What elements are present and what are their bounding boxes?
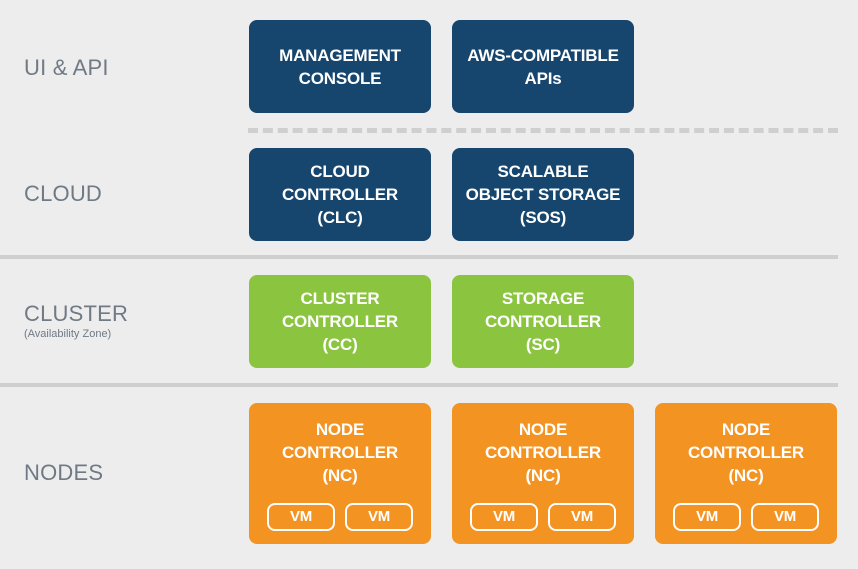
storage-controller-box: STORAGE CONTROLLER (SC) (452, 275, 634, 368)
box-line: CONTROLLER (281, 312, 399, 331)
divider-cluster-nodes (0, 383, 838, 387)
node-controller-box-2: NODE CONTROLLER (NC) VM VM (452, 403, 634, 544)
box-line: NODE (721, 420, 771, 439)
box-line: (SC) (525, 335, 561, 354)
box-line: MANAGEMENT (279, 45, 401, 65)
box-line: NODE (315, 420, 365, 439)
cluster-controller-box: CLUSTER CONTROLLER (CC) (249, 275, 431, 368)
box-line: CONTROLLER (281, 443, 399, 462)
box-line: CONTROLLER (484, 443, 602, 462)
node-controller-box-3: NODE CONTROLLER (NC) VM VM (655, 403, 837, 544)
vm-badge: VM (673, 503, 741, 531)
vm-row: VM VM (655, 503, 837, 531)
vm-badge: VM (548, 503, 616, 531)
box-line: OBJECT STORAGE (465, 185, 621, 204)
divider-cloud-cluster (0, 255, 838, 259)
box-line: CONTROLLER (281, 185, 399, 204)
layer-label-ui-api: UI & API (24, 55, 109, 80)
vm-badge: VM (267, 503, 335, 531)
box-line: (CC) (322, 335, 358, 354)
cloud-controller-box: CLOUD CONTROLLER (CLC) (249, 148, 431, 241)
layer-label-nodes: NODES (24, 460, 104, 485)
layer-label-cluster-text: CLUSTER (24, 301, 129, 326)
vm-row: VM VM (452, 503, 634, 531)
vm-badge: VM (751, 503, 819, 531)
box-line: NODE (518, 420, 568, 439)
box-line: (NC) (728, 466, 764, 485)
management-console-box: MANAGEMENT CONSOLE (249, 20, 431, 113)
box-line: CLUSTER (300, 289, 380, 308)
node-controller-box-1: NODE CONTROLLER (NC) VM VM (249, 403, 431, 544)
aws-compatible-apis-box: AWS-COMPATIBLE APIs (452, 20, 634, 113)
dashed-divider (248, 128, 838, 133)
box-line: (NC) (322, 466, 358, 485)
layer-label-cluster: CLUSTER (Availability Zone) (24, 301, 128, 340)
box-line: APIs (524, 68, 562, 88)
vm-badge: VM (470, 503, 538, 531)
box-line: STORAGE (501, 289, 585, 308)
object-storage-box: SCALABLE OBJECT STORAGE (SOS) (452, 148, 634, 241)
box-line: CLOUD (310, 162, 370, 181)
box-line: CONSOLE (298, 68, 382, 88)
vm-row: VM VM (249, 503, 431, 531)
layer-label-cluster-subtitle: (Availability Zone) (24, 328, 112, 340)
box-line: (NC) (525, 466, 561, 485)
box-line: CONTROLLER (484, 312, 602, 331)
box-line: CONTROLLER (687, 443, 805, 462)
box-line: (SOS) (519, 208, 567, 227)
box-line: (CLC) (317, 208, 363, 227)
vm-badge: VM (345, 503, 413, 531)
box-line: AWS-COMPATIBLE (467, 45, 619, 65)
box-line: SCALABLE (497, 162, 589, 181)
layer-label-cloud: CLOUD (24, 181, 103, 206)
